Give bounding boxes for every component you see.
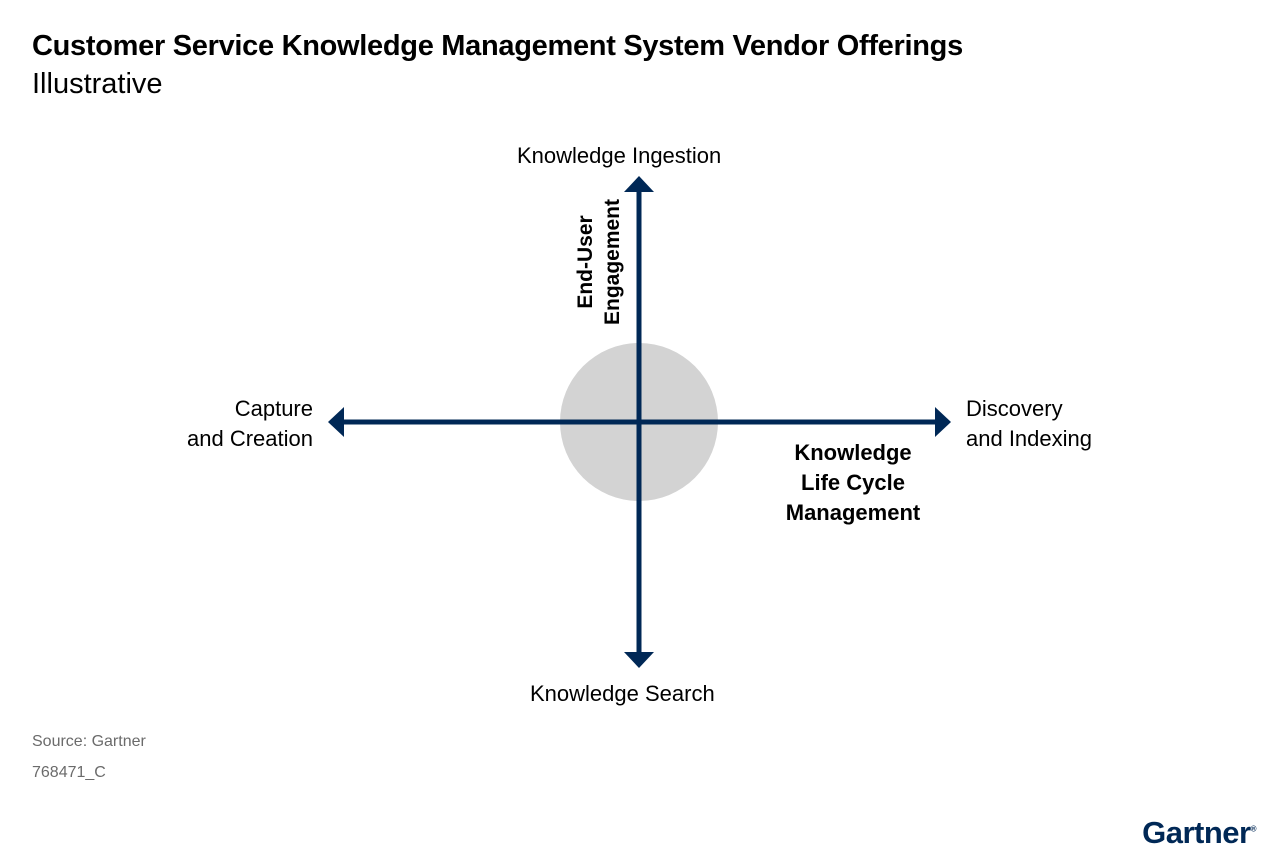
right-label-line1: Discovery: [966, 396, 1063, 421]
left-label-line2: and Creation: [187, 426, 313, 451]
horizontal-axis-label-line2: Life Cycle: [801, 470, 905, 495]
top-label: Knowledge Ingestion: [517, 143, 722, 168]
horizontal-axis-label-line3: Management: [785, 500, 921, 525]
vertical-axis-label-line1: End-User: [574, 215, 597, 308]
left-label: Capture and Creation: [187, 394, 313, 454]
arrow-up-icon: [624, 176, 654, 192]
source-note: Source: Gartner: [32, 733, 146, 750]
left-label-line1: Capture: [234, 396, 313, 421]
gartner-logo: Gartner®: [1142, 815, 1256, 850]
logo-text: Gartner: [1142, 815, 1251, 850]
horizontal-axis-label-line1: Knowledge: [794, 440, 912, 465]
right-label: Discovery and Indexing: [966, 394, 1092, 454]
figure-id: 768471_C: [32, 764, 106, 781]
horizontal-axis-label: Knowledge Life Cycle Management: [753, 438, 953, 528]
right-label-line2: and Indexing: [966, 426, 1092, 451]
arrow-down-icon: [624, 652, 654, 668]
page-title: Customer Service Knowledge Management Sy…: [32, 30, 963, 62]
arrow-right-icon: [935, 407, 951, 437]
arrow-left-icon: [328, 407, 344, 437]
bottom-label: Knowledge Search: [530, 681, 715, 706]
page-subtitle: Illustrative: [32, 68, 163, 100]
vertical-axis-label-line2: Engagement: [601, 199, 624, 325]
